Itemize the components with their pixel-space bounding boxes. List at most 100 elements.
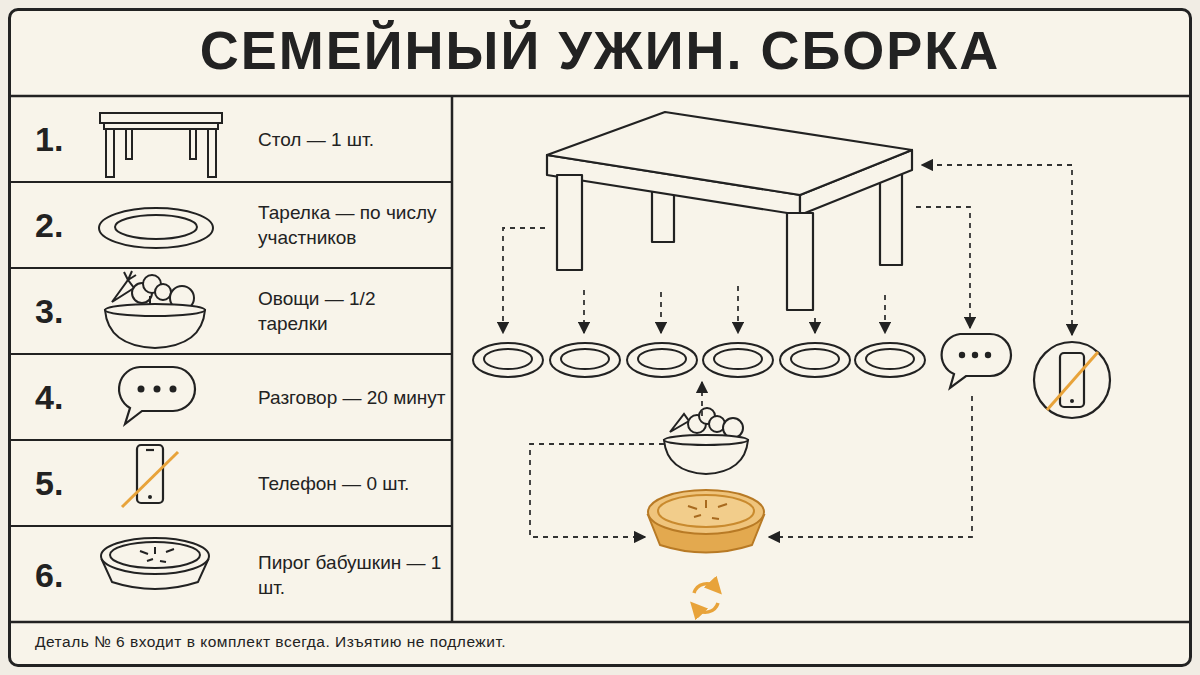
crossed-phone-icon-part [148,495,152,499]
plate-row-part [627,343,697,377]
assembly-vegetable-bowl-part [670,414,689,432]
callout-number: 3. [35,292,63,331]
plate-icon-part [115,215,197,239]
assembly-crossed-phone-part [1047,352,1098,410]
dashed-leader-arrows-part [814,318,816,333]
part-label: Тарелка — по числу участников [258,200,448,250]
vegetable-bowl-icon [105,271,205,348]
assembly-bubble-part [942,334,1011,388]
crossed-phone-icon-part [137,445,163,503]
frame-lines-part [451,96,454,622]
plate-row-part [780,343,850,377]
parts-row: 4. Разговор — 20 минут [10,355,452,441]
dashed-leader-arrows-part [922,165,1072,335]
plate-row-part [561,349,609,369]
parts-row: 2. Тарелка — по числу участников [10,183,452,269]
pie-icon-part [110,542,200,568]
assembly-table-part [547,112,912,195]
plate-row-part [484,349,532,369]
footnote-caption: Деталь № 6 входит в комплект всегда. Изъ… [35,633,506,651]
dashed-leader-arrows-part [530,444,664,537]
assembly-pie-part [648,490,764,534]
frame-lines [10,96,1189,622]
speech-bubble-icon-part [170,386,177,393]
plate-row-part [703,343,773,377]
callout-number: 1. [35,119,63,158]
dashed-leader-arrows-part [583,290,585,333]
parts-row: 1. Стол — 1 шт. [10,96,452,183]
callout-number: 4. [35,378,63,417]
table-icon-part [126,129,132,159]
assembly-table [547,112,912,310]
assembly-pie [648,490,764,553]
plate-row [473,343,925,377]
plate-row-part [791,349,839,369]
pie-icon [101,538,209,589]
assembly-vegetable-bowl [664,408,748,474]
assembly-pie-part [658,495,754,527]
parts-row: 5.Телефон — 0 шт. [10,441,452,527]
assembly-crossed-phone-part [1034,342,1110,418]
vegetable-bowl-icon-part [155,284,171,300]
speech-bubble-icon-part [138,386,145,393]
assembly-crossed-phone-part [1070,399,1074,403]
speech-bubble-icon [119,367,195,424]
plate-icon [99,208,213,248]
plate-row-part [855,343,925,377]
part-label: Телефон — 0 шт. [258,471,448,496]
part-label: Стол — 1 шт. [258,126,448,151]
assembly-table-part [557,175,582,270]
part-label: Разговор — 20 минут [258,385,448,410]
assembly-vegetable-bowl-part [664,435,748,445]
plate-row-part [550,343,620,377]
table-icon-part [100,113,222,123]
table-icon-part [106,129,114,177]
dashed-leader-arrows-part [660,292,662,333]
assembly-bubble-part [985,352,991,358]
part-label: Овощи — 1/2 тарелки [258,286,448,336]
vegetable-bowl-icon-part [112,280,134,302]
assembly-bubble [942,334,1011,388]
dashed-leader-arrows [503,165,1072,537]
part-label: Пирог бабушкин — 1 шт. [258,550,448,600]
table-icon-part [104,123,218,129]
table-icon [100,113,222,177]
plate-row-part [866,349,914,369]
vegetable-bowl-icon-part [105,304,205,316]
pie-icon-part [140,547,174,562]
dashed-leader-arrows-part [503,228,545,333]
assembly-pie-part [688,500,727,519]
dashed-leader-arrows-part [769,396,972,537]
plate-row-part [638,349,686,369]
parts-row: 6. Пирог бабушкин — 1 шт. [10,527,452,622]
callout-number: 2. [35,206,63,245]
recycle-arrows-part [694,584,716,593]
crossed-phone-icon-part [122,452,178,507]
table-icon-part [208,129,216,177]
callout-number: 6. [35,555,63,594]
dashed-leader-arrows-part [884,295,886,333]
assembly-bubble-part [972,352,978,358]
dashed-leader-arrows-part [916,207,970,328]
vegetable-bowl-icon-part [124,271,136,280]
crossed-phone-icon [122,445,178,507]
table-icon-part [190,129,196,159]
assembly-crossed-phone [1034,342,1110,418]
diagram-title: СЕМЕЙНЫЙ УЖИН. СБОРКА [0,18,1200,82]
dashed-leader-arrows-part [701,382,703,416]
speech-bubble-icon-part [119,367,195,424]
plate-row-part [714,349,762,369]
recycle-arrows [694,584,718,612]
speech-bubble-icon-part [154,386,161,393]
crossed-phone-icon-part [146,449,154,451]
plate-row-part [473,343,543,377]
assembly-table-part [787,213,813,310]
plate-icon-part [99,208,213,248]
parts-row: 3. Овощи — 1/2 тарелки [10,269,452,355]
recycle-arrows-part [696,603,718,612]
assembly-bubble-part [959,352,965,358]
frame-lines-part [10,621,1189,624]
